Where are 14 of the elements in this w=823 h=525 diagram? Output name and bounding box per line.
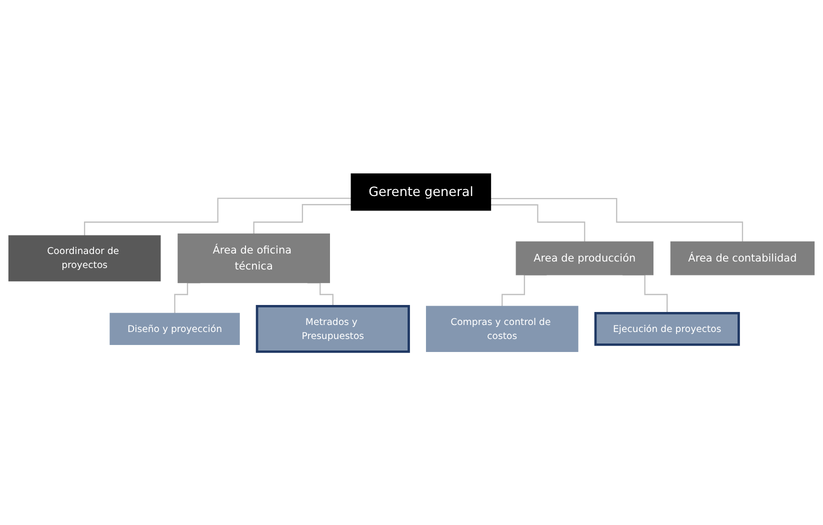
node-box	[670, 241, 815, 276]
node-box	[594, 312, 740, 346]
connector	[490, 204, 586, 242]
node-box	[516, 241, 654, 276]
node-box	[426, 306, 578, 352]
node-box	[110, 312, 240, 345]
node-box	[350, 173, 492, 211]
org-chart: Gerente general Coordinador de proyectos Área de oficina técnica Area de producción Área de contabilidad Diseño y proyección Metrados y Presupuestos Compras y control de costos Ejecución de proyectos	[4, 168, 819, 356]
node-box	[256, 304, 410, 353]
connector	[84, 198, 352, 236]
node-box	[178, 233, 330, 283]
node-box	[8, 235, 161, 282]
connector	[490, 198, 744, 242]
connector	[253, 204, 352, 234]
